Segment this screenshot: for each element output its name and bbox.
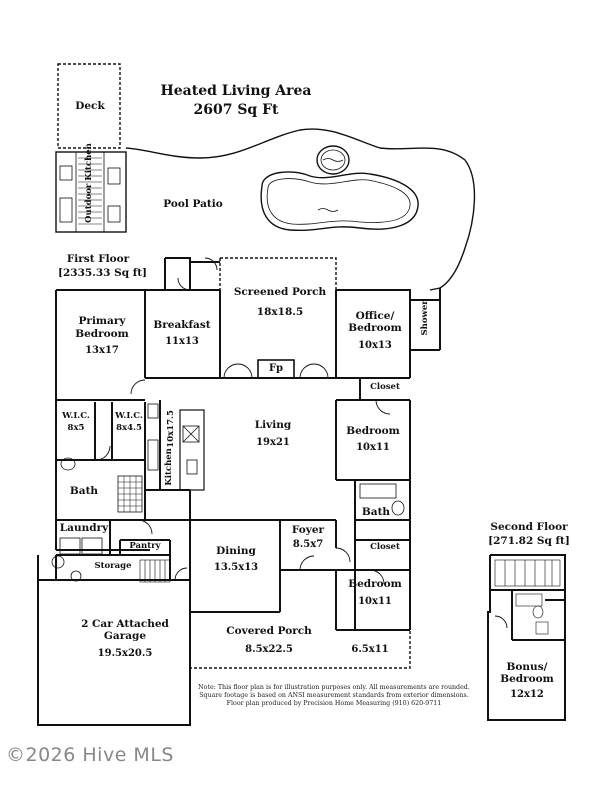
pantry-label: Pantry — [129, 541, 161, 551]
office-name-2: Bedroom — [348, 322, 402, 334]
dining-dim: 13.5x13 — [213, 562, 259, 573]
bonus-name-1: Bonus/ — [506, 661, 548, 673]
outdoor-kitchen-outline — [55, 151, 127, 233]
fireplace-shape — [257, 359, 295, 379]
kitchen-island — [179, 409, 205, 491]
screened-porch-name: Screened Porch — [233, 286, 327, 298]
foyer-dim: 8.5x7 — [292, 539, 324, 550]
first-floor-area: [2335.33 Sq ft] — [58, 267, 148, 279]
deck-label: Deck — [75, 100, 105, 112]
second-floor-outline — [487, 554, 566, 721]
title-line-2: 2607 Sq Ft — [193, 102, 279, 118]
disclaimer-line-1: Note: This floor plan is for illustratio… — [198, 684, 470, 691]
laundry-label: Laundry — [59, 522, 109, 534]
closet-1-label: Closet — [370, 382, 400, 392]
outdoor-kitchen-label: Outdoor Kitchen — [84, 143, 95, 223]
primary-bedroom-dim: 13x17 — [85, 345, 119, 356]
bath-1-label: Bath — [69, 485, 99, 497]
bedroom-1-dim: 10x11 — [356, 442, 390, 453]
primary-bedroom-name-1: Primary — [78, 315, 126, 327]
mls-watermark: ©2026 Hive MLS — [6, 744, 174, 766]
disclaimer-line-2: Square footage is based on ANSI measurem… — [199, 692, 469, 699]
second-floor-area: [271.82 Sq ft] — [488, 535, 570, 547]
bedroom-1-name: Bedroom — [346, 425, 400, 437]
covered-porch-outline — [189, 612, 411, 669]
kitchen-dim: 10x17.5 — [166, 410, 177, 448]
covered-porch-name: Covered Porch — [226, 625, 312, 637]
garage-dim: 19.5x20.5 — [97, 648, 153, 659]
wic-2-name: W.I.C. — [115, 411, 143, 421]
dining-name: Dining — [216, 545, 256, 557]
screened-porch-dim: 18x18.5 — [256, 306, 304, 318]
title-line-1: Heated Living Area — [160, 83, 312, 99]
shower-label: Shower — [420, 300, 431, 336]
storage-label: Storage — [94, 561, 132, 571]
closet-2-label: Closet — [370, 542, 400, 552]
screened-porch-outline — [220, 257, 337, 290]
pool-outline — [260, 171, 419, 232]
bedroom-2-dim: 10x11 — [358, 596, 392, 607]
primary-bedroom-name-2: Bedroom — [75, 328, 129, 340]
pool-patio-outline — [125, 128, 476, 291]
foyer-name: Foyer — [291, 524, 325, 536]
wic-1-dim: 8x5 — [67, 423, 85, 433]
garage-outline — [37, 579, 191, 726]
wic-1-name: W.I.C. — [62, 411, 90, 421]
office-name-1: Office/ — [355, 310, 395, 322]
covered-porch-dim: 8.5x22.5 — [245, 644, 293, 655]
breakfast-dim: 11x13 — [165, 336, 199, 347]
disclaimer-line-3: Floor plan produced by Precision Home Me… — [226, 700, 442, 707]
living-dim: 19x21 — [256, 437, 290, 448]
deck-outline — [57, 63, 121, 149]
bath-2-label: Bath — [361, 506, 391, 518]
office-dim: 10x13 — [358, 340, 392, 351]
bonus-name-2: Bedroom — [500, 673, 554, 685]
bedroom-2-name: Bedroom — [348, 578, 402, 590]
pool-patio-label: Pool Patio — [163, 198, 223, 210]
garage-name-1: 2 Car Attached — [81, 618, 169, 630]
covered-porch-dim-2: 6.5x11 — [351, 644, 389, 655]
living-name: Living — [254, 419, 292, 431]
bonus-dim: 12x12 — [510, 689, 544, 700]
second-floor-label: Second Floor — [490, 521, 568, 533]
first-floor-label: First Floor — [66, 253, 130, 265]
breakfast-name: Breakfast — [153, 319, 211, 331]
wic-2-dim: 8x4.5 — [116, 423, 142, 433]
garage-name-2: Garage — [103, 630, 147, 642]
fireplace-label: Fp — [268, 363, 284, 374]
